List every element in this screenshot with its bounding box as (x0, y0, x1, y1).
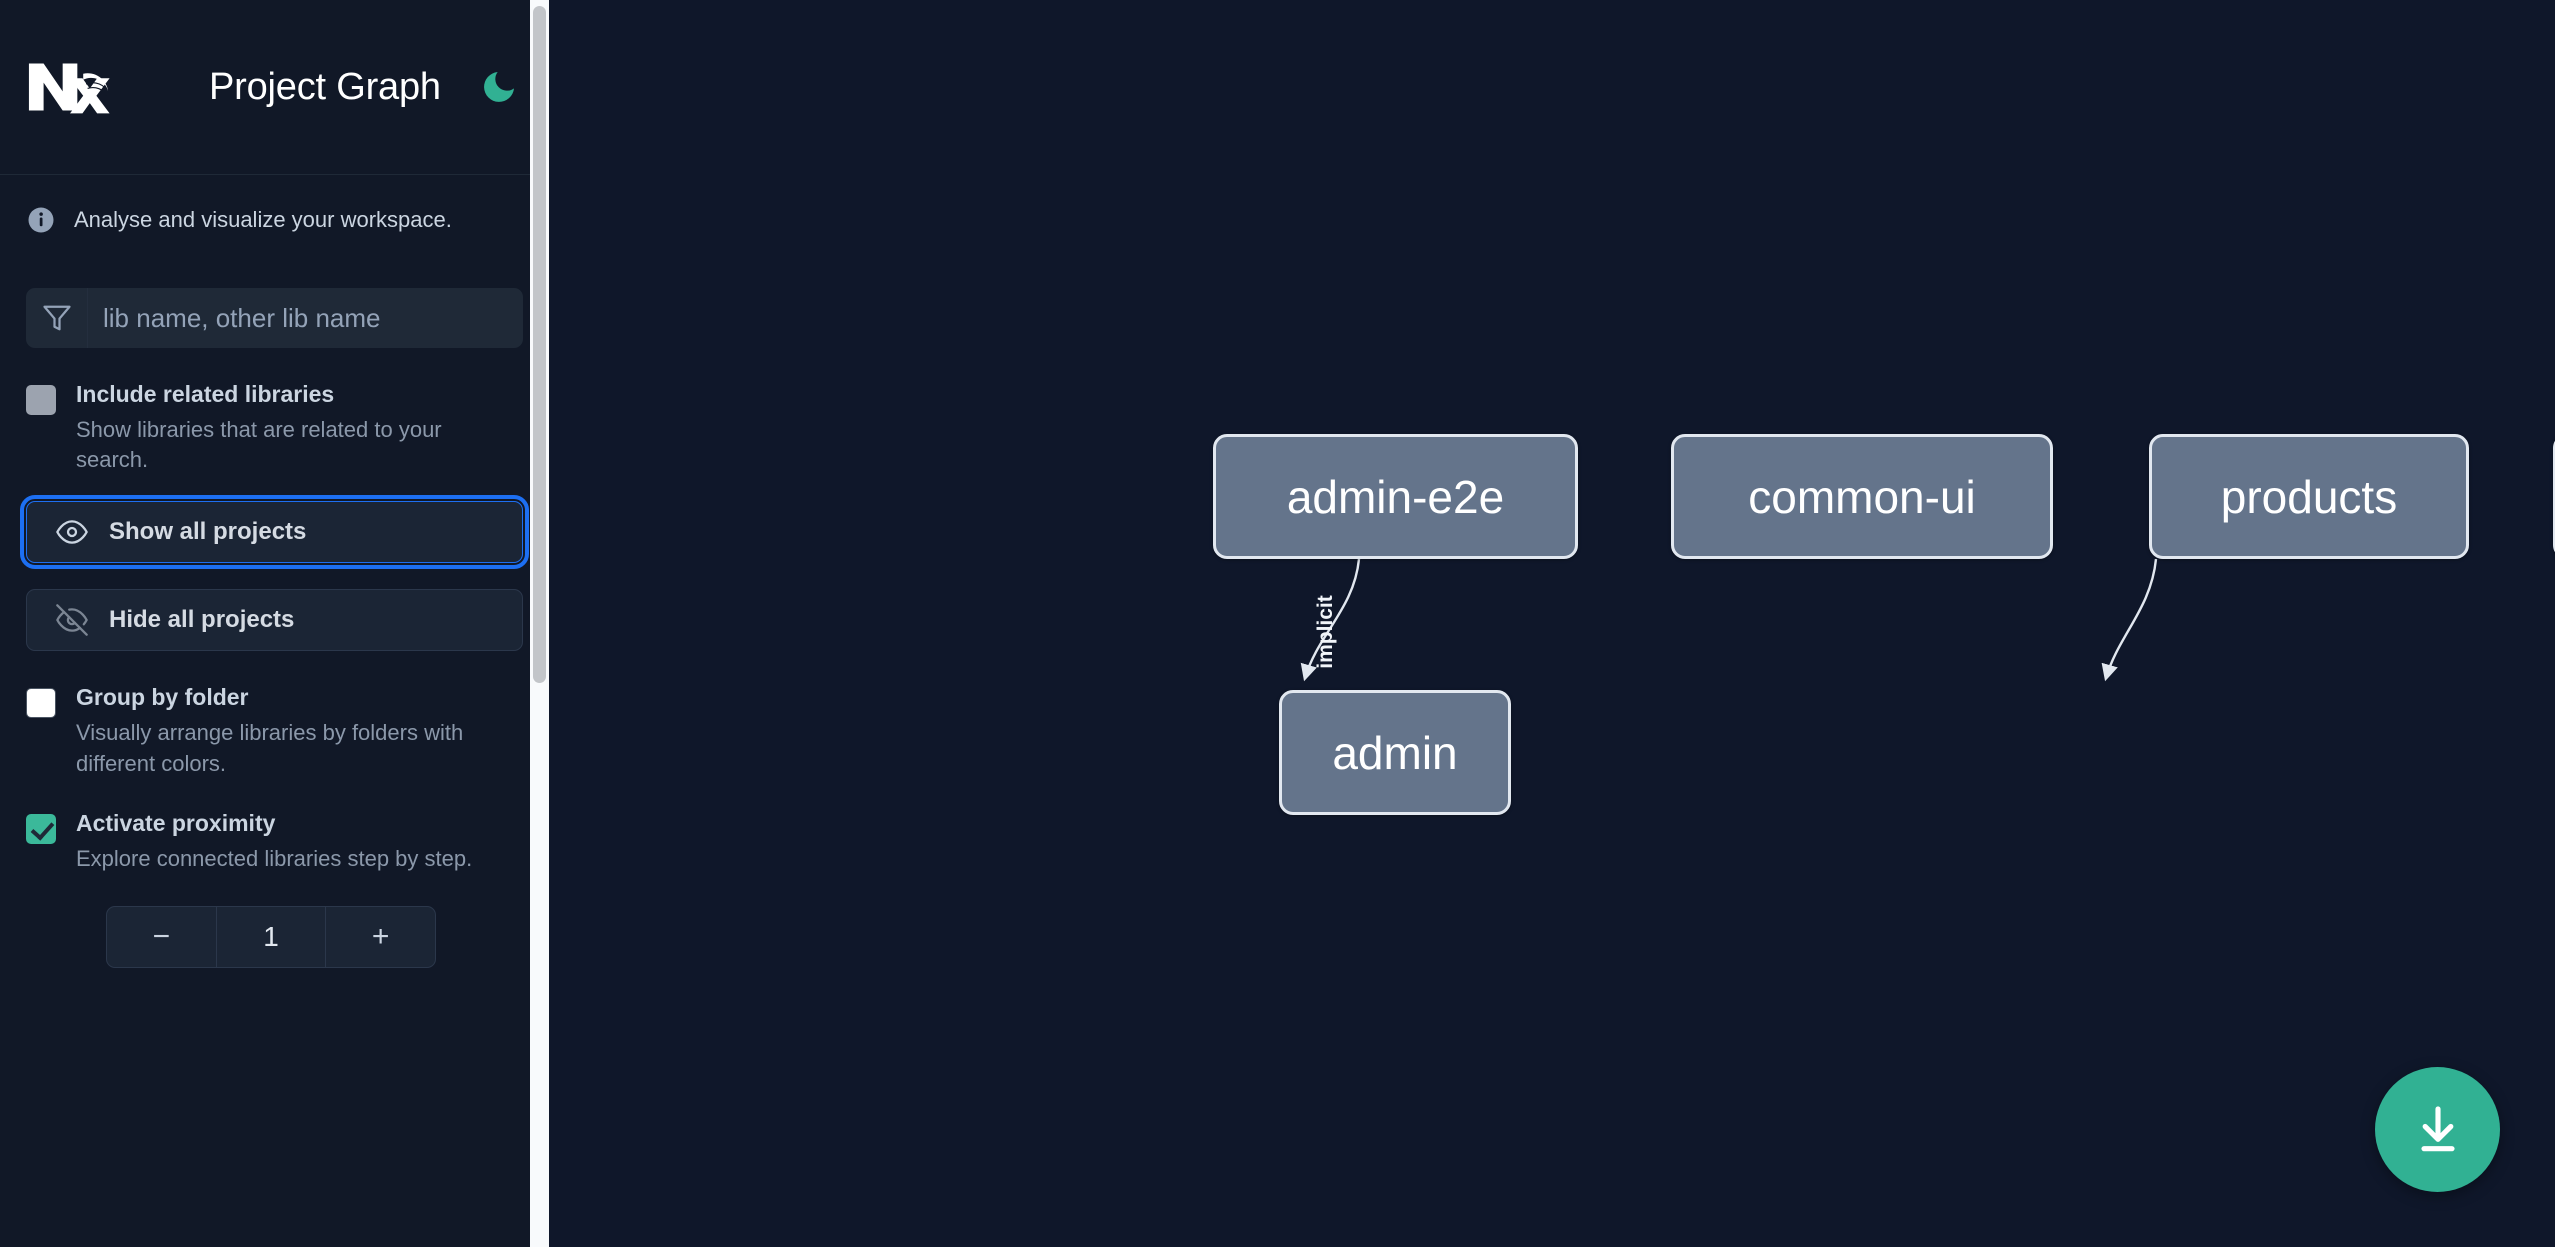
group-by-folder-description: Visually arrange libraries by folders wi… (76, 720, 464, 776)
option-group-by-folder[interactable]: Group by folder Visually arrange librari… (26, 683, 523, 778)
moon-icon[interactable] (477, 65, 521, 109)
eye-off-icon (55, 603, 89, 637)
group-by-folder-label: Group by folder (76, 684, 249, 711)
search-input[interactable] (88, 288, 523, 348)
filter-icon (26, 288, 88, 348)
include-related-libraries-checkbox[interactable] (26, 385, 56, 415)
download-icon (2420, 1105, 2455, 1151)
include-related-libraries-label: Include related libraries (76, 381, 335, 407)
info-icon (26, 205, 56, 235)
graph-edges (1300, 558, 2158, 682)
proximity-value: 1 (215, 907, 327, 968)
show-all-projects-button[interactable]: Show all projects (20, 495, 529, 570)
option-include-related-libraries[interactable]: Include related libraries Show libraries… (26, 380, 523, 475)
sidebar-scrollbar-track[interactable] (530, 0, 549, 1247)
proximity-increment-button[interactable]: + (326, 907, 435, 967)
graph-node-common-ui[interactable]: common-ui (1671, 434, 2053, 559)
edge-admin-e2e-admin (1300, 558, 1361, 682)
workspace-description: Analyse and visualize your workspace. (0, 175, 549, 265)
graph-node-admin[interactable]: admin (1279, 690, 1511, 815)
group-by-folder-checkbox[interactable] (26, 688, 56, 719)
project-graph-canvas[interactable]: admin-e2e common-ui products store-e2e a… (549, 0, 2555, 1247)
activate-proximity-description: Explore connected libraries step by step… (76, 845, 473, 871)
show-all-projects-label: Show all projects (109, 518, 307, 546)
edge-label-admin-e2e-admin: implicit (1313, 595, 1337, 669)
download-image-button[interactable] (2375, 1067, 2500, 1192)
app-title: Project Graph (209, 65, 441, 108)
library-filter[interactable] (26, 288, 523, 348)
include-related-libraries-description: Show libraries that are related to your … (76, 416, 442, 473)
hide-all-projects-label: Hide all projects (109, 606, 295, 634)
graph-node-admin-e2e[interactable]: admin-e2e (1213, 434, 1578, 559)
nx-logo-icon (26, 57, 114, 117)
activate-proximity-label: Activate proximity (76, 809, 276, 836)
sidebar-scrollbar-thumb[interactable] (533, 6, 546, 683)
proximity-stepper[interactable]: − 1 + (106, 906, 436, 969)
workspace-description-text: Analyse and visualize your workspace. (74, 207, 452, 232)
hide-all-projects-button[interactable]: Hide all projects (26, 589, 523, 652)
eye-icon (55, 515, 89, 549)
proximity-decrement-button[interactable]: − (107, 907, 216, 967)
sidebar: Project Graph Analyse and visualize yo (0, 0, 549, 1247)
edge-store-e2e-store (2101, 558, 2158, 682)
activate-proximity-checkbox[interactable] (26, 813, 56, 844)
option-activate-proximity[interactable]: Activate proximity Explore connected lib… (26, 809, 523, 874)
sidebar-header: Project Graph (0, 0, 549, 175)
graph-node-products[interactable]: products (2149, 434, 2469, 559)
